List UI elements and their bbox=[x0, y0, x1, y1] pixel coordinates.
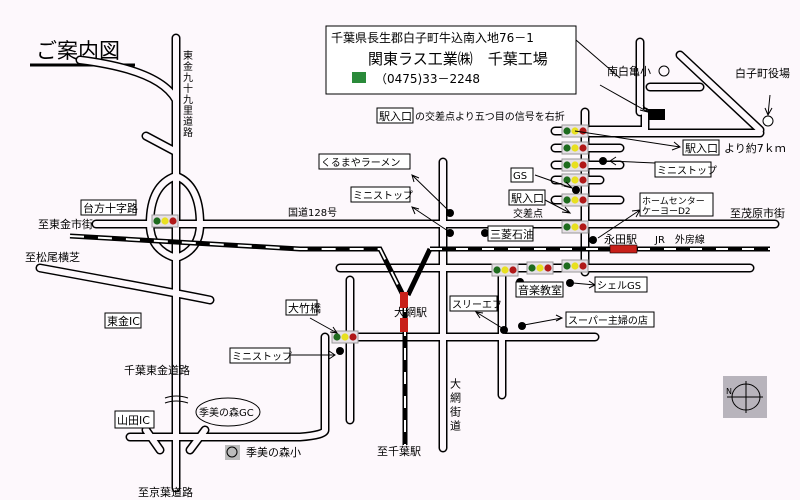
label-distance: より約7ｋｍ bbox=[724, 141, 786, 155]
traffic-signal-icon bbox=[526, 261, 554, 275]
label-home-center-2: ケーヨーD2 bbox=[642, 206, 691, 217]
label-to-togane: 至東金市街 bbox=[38, 217, 93, 231]
label-gs: GS bbox=[513, 171, 527, 182]
nagata-station-marker bbox=[609, 244, 638, 254]
label-ministop-left: ミニストップ bbox=[232, 351, 292, 363]
label-otakebashi: 大竹橋 bbox=[288, 301, 321, 315]
label-home-center-1: ホームセンター bbox=[642, 196, 705, 207]
label-minami-shirako-school: 南白亀小 bbox=[607, 64, 651, 78]
town-hall-marker bbox=[762, 115, 774, 127]
label-daikata-crossing: 台方十字路 bbox=[83, 201, 138, 215]
instruction-station-entrance: 駅入口 bbox=[379, 110, 412, 123]
company-info-box: 千葉県長生郡白子町牛込南入地76－1 関東ラス工業㈱ 千葉工場 （0475)33… bbox=[325, 25, 577, 95]
traffic-signal-icon bbox=[561, 193, 589, 207]
label-entrance-box: 駅入口 bbox=[685, 142, 718, 155]
label-intersection: 交差点 bbox=[513, 207, 543, 220]
label-oami-kaido: 大網街道 bbox=[449, 377, 462, 434]
traffic-signal-icon bbox=[561, 173, 589, 187]
label-kurumaya-ramen: くるまやラーメン bbox=[321, 157, 400, 169]
factory-location-marker bbox=[648, 109, 665, 120]
label-kiminomori-gc: 季美の森GC bbox=[199, 406, 254, 419]
label-super-shufu: スーパー主婦の店 bbox=[568, 314, 648, 327]
company-name: 関東ラス工業㈱ 千葉工場 bbox=[368, 50, 548, 68]
traffic-signal-icon bbox=[491, 263, 519, 277]
label-shell-gs: シェルGS bbox=[597, 281, 641, 292]
traffic-signal-icon bbox=[561, 158, 589, 172]
label-jr-line: JR 外房線 bbox=[654, 233, 705, 246]
label-music-school: 音楽教室 bbox=[518, 283, 562, 297]
label-shirako-town-hall: 白子町役場 bbox=[735, 66, 790, 80]
label-route128: 国道128号 bbox=[288, 206, 337, 219]
label-to-matsuo: 至松尾横芝 bbox=[25, 250, 80, 264]
compass-north-label: N bbox=[726, 387, 732, 396]
traffic-signal-icon bbox=[561, 141, 589, 155]
traffic-signal-icon bbox=[331, 330, 359, 344]
label-ministop-center: ミニストップ bbox=[353, 190, 413, 202]
label-oami-station: 大網駅 bbox=[394, 305, 427, 319]
label-three-f: スリーエフ bbox=[452, 300, 502, 311]
company-phone[interactable]: （0475)33－2248 bbox=[375, 72, 480, 86]
jr-railway bbox=[69, 233, 770, 445]
traffic-signal-icon bbox=[151, 214, 179, 228]
label-kiminomori-school: 季美の森小 bbox=[246, 445, 301, 459]
traffic-signal-icon bbox=[561, 220, 589, 234]
label-to-mobara: 至茂原市街 bbox=[730, 206, 785, 220]
label-nagata-station: 永田駅 bbox=[604, 232, 637, 246]
label-mitsubishi-oil: 三菱石油 bbox=[490, 227, 534, 241]
label-yamada-ic: 山田IC bbox=[117, 414, 150, 427]
compass: N bbox=[723, 376, 767, 418]
label-to-keiyo-road: 至京葉道路 bbox=[138, 485, 193, 499]
label-station-entrance: 駅入口 bbox=[511, 192, 544, 205]
oami-station-marker bbox=[400, 292, 408, 308]
telephone-icon bbox=[352, 72, 366, 83]
label-ministop-right: ミニストップ bbox=[657, 165, 717, 177]
label-togane-ic: 東金IC bbox=[107, 314, 140, 328]
instruction-text: の交差点より五つ目の信号を右折 bbox=[415, 110, 565, 123]
label-togane-kujukuri-road: 東金九十九里道路 bbox=[181, 49, 193, 138]
school-icon bbox=[658, 65, 670, 77]
pointer-arrows bbox=[290, 84, 773, 360]
oami-station-marker-lower bbox=[400, 318, 408, 332]
company-address: 千葉県長生郡白子町牛込南入地76－1 bbox=[331, 30, 534, 45]
label-to-chiba-station: 至千葉駅 bbox=[377, 444, 421, 458]
traffic-signals bbox=[151, 124, 589, 344]
label-chiba-togane-road: 千葉東金道路 bbox=[124, 363, 190, 377]
traffic-signal-icon bbox=[561, 259, 589, 273]
golf-course-outline bbox=[195, 397, 261, 427]
